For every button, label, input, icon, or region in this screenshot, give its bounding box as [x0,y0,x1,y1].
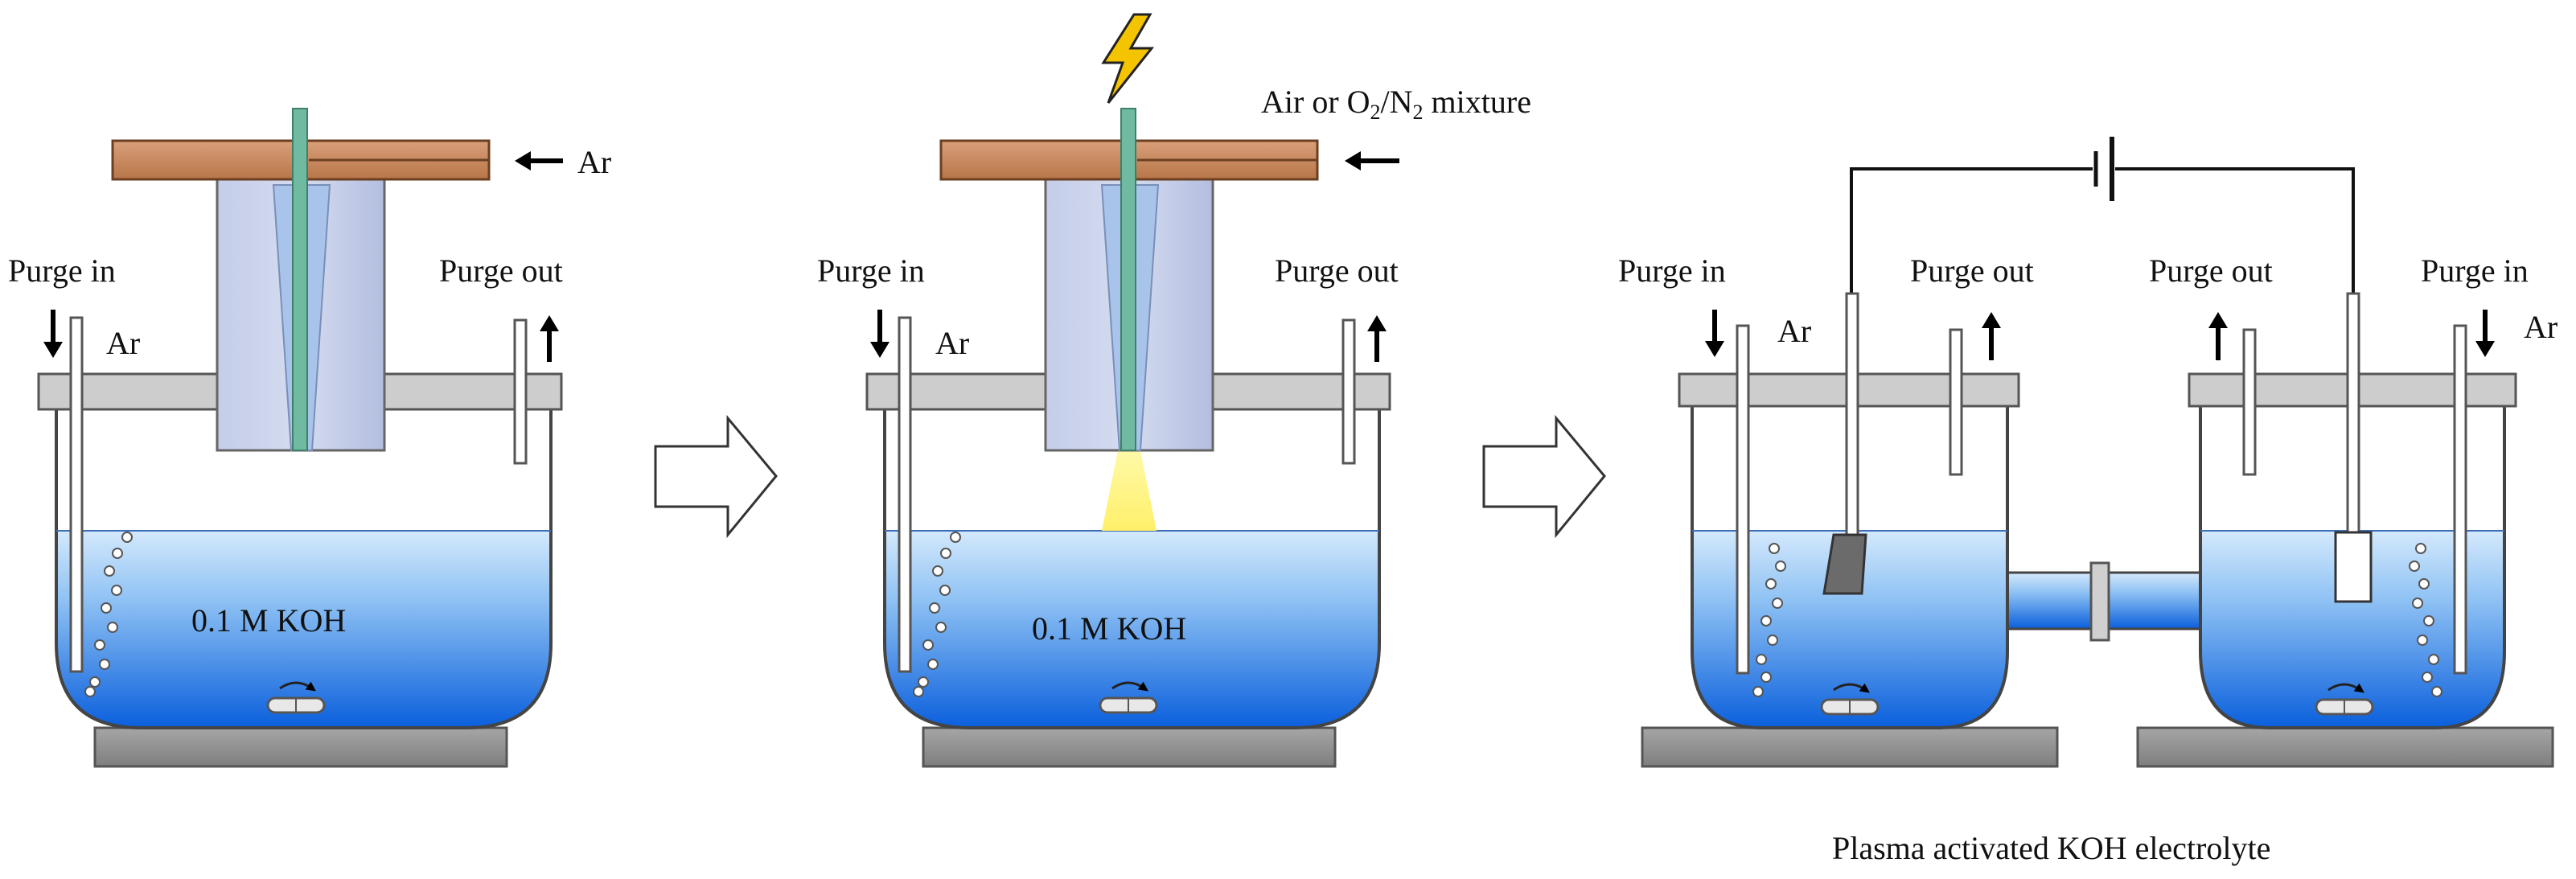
needle-electrode [292,108,308,451]
purge-out-arrow [540,315,559,362]
left-purge-out-label: Purge out [1910,253,2034,289]
solution-label: 0.1 M KOH [1032,610,1186,647]
magnetic-stir-bar-icon [266,681,326,714]
purge-out-tube [1341,318,1356,465]
beaker [883,406,1381,729]
purge-in-tube [898,316,912,673]
purge-in-arrow [2475,310,2495,357]
electrode-rod [2346,292,2360,536]
magnetic-stir-bar-icon [1820,683,1880,716]
magnetic-stir-bar-icon [1099,681,1158,714]
gas-bubbles [2409,543,2442,697]
magnetic-stir-bar-icon [2315,683,2374,716]
stir-plate-left [1641,726,2059,768]
battery-symbol-icon [1850,137,2355,298]
purge-in-label: Purge in [8,253,116,289]
purge-out-arrow [1982,312,2001,360]
stir-plate [922,726,1337,768]
gas-label: Ar [106,325,140,361]
right-gas-label: Ar [2524,309,2558,345]
purge-in-arrow [1705,310,1724,357]
purge-out-arrow [1367,315,1387,362]
stir-plate [93,726,508,768]
salt-bridge-tube [2006,561,2202,642]
purge-in-arrow [870,310,889,358]
right-purge-out-label: Purge out [2149,253,2273,289]
purge-out-tube [1949,328,1963,476]
purge-out-tube [513,318,528,465]
gas-bubbles [913,532,961,697]
gas-label: Ar [935,325,969,361]
purge-in-arrow [43,310,63,358]
panel-3-h-cell: Purge in Purge out Ar Purge out Purge in… [1618,137,2558,866]
panel-1-plasma-setup-ar: Purge in Purge out Ar Ar 0.1 M KOH [8,108,611,768]
purge-in-tube [2453,324,2467,675]
solution-label: 0.1 M KOH [191,602,346,639]
left-gas-label: Ar [1777,313,1811,349]
beaker [55,406,553,729]
panel-2-plasma-setup-air: Purge in Purge out Ar Air or O2/N2 mixtu… [817,13,1531,768]
anode-plate [2334,531,2373,603]
cathode-plate [1822,533,1867,595]
plasma-plume [1102,450,1157,531]
right-purge-in-label: Purge in [2421,253,2529,289]
feed-gas-arrow [1345,151,1399,170]
hollow-right-arrow-icon [1482,414,1606,539]
feed-gas-label: Ar [577,144,611,180]
electrode-rod [1845,292,1859,536]
panel-caption: Plasma activated KOH electrolyte [1832,830,2270,866]
needle-electrode [1120,108,1136,451]
purge-in-label: Purge in [817,253,925,289]
feed-gas-label: Air or O2/N2 mixture [1261,84,1531,124]
purge-out-tube [2242,328,2257,476]
ar-feed-arrow [515,151,563,170]
hollow-right-arrow-icon [654,414,778,539]
left-purge-in-label: Purge in [1618,253,1726,289]
purge-out-label: Purge out [1275,253,1399,289]
purge-out-arrow [2208,312,2228,360]
stir-plate-right [2136,726,2554,768]
purge-in-tube [69,316,84,673]
lightning-icon [1101,13,1155,104]
purge-out-label: Purge out [439,253,563,289]
purge-in-tube [1736,324,1750,675]
gas-bubbles [84,532,133,697]
gas-bubbles [1752,543,1786,697]
